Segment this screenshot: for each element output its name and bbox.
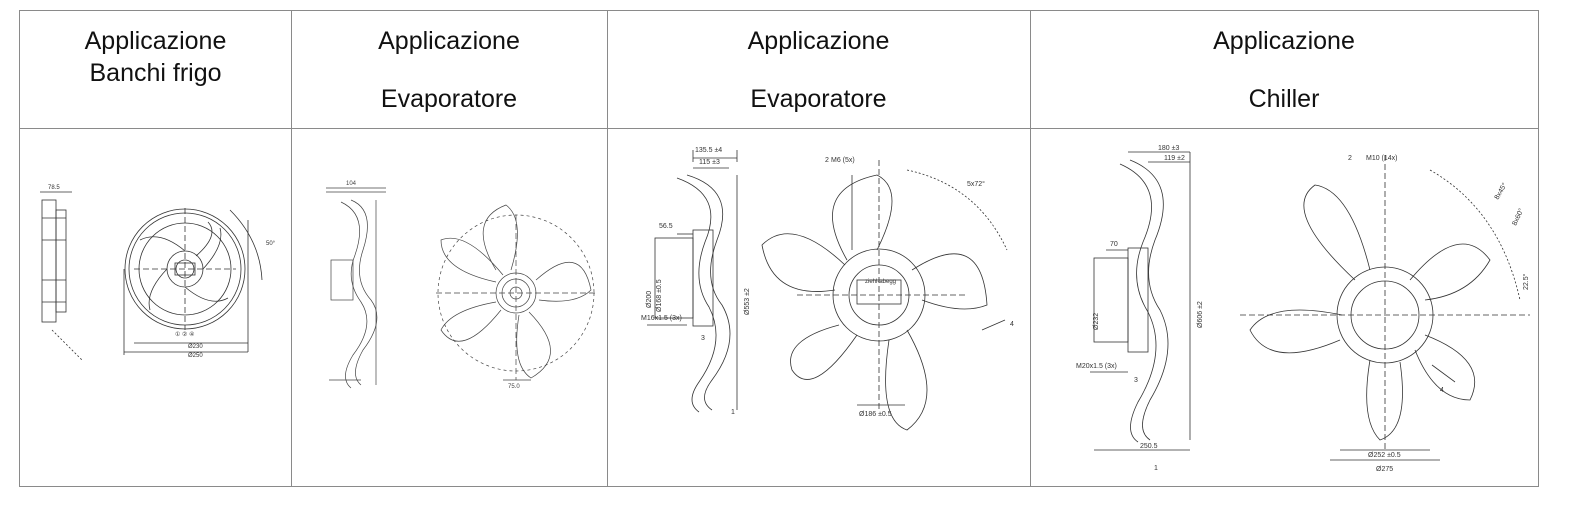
dim-label: Ø200	[646, 291, 653, 308]
header-application: Chiller	[1248, 85, 1320, 113]
header-divider	[20, 128, 1538, 129]
svg-text:① ② ④: ① ② ④	[175, 331, 194, 338]
fan-drawing-small: 78.5 Ø230 Ø250 ① ② ④ 50°	[40, 185, 276, 361]
callout: 4	[1010, 321, 1014, 328]
dim-label: M6 (5x)	[831, 157, 855, 164]
callout: 3	[1134, 377, 1138, 384]
dim-label: 8x45°	[1493, 181, 1509, 201]
callout: 4	[1440, 387, 1444, 394]
dim-label: 135.5 ±4	[695, 147, 722, 154]
header-label: Applicazione	[378, 27, 520, 55]
dim-label: M20x1.5 (3x)	[1076, 363, 1117, 370]
dim-label: 5x72°	[967, 180, 985, 188]
dimension-labels: 180 ±3 119 ±2 70 M20x1.5 (3x) 250.5 M10 …	[1076, 145, 1530, 473]
fan-drawing-5-blade: 135.5 ±4 115 ±3 56.5 M16x1.5 (3x) M6 (5x…	[641, 147, 1014, 431]
dimension-labels: 135.5 ±4 115 ±3 56.5 M16x1.5 (3x) M6 (5x…	[641, 147, 1014, 418]
svg-text:50°: 50°	[266, 241, 276, 247]
brand-label: ziehl-abegg	[865, 279, 896, 285]
dim-label: Ø275	[1376, 466, 1393, 473]
dim-label: 180 ±3	[1158, 145, 1179, 152]
callout: 2	[825, 157, 829, 164]
column-divider	[291, 11, 292, 486]
header-application: Evaporatore	[380, 85, 518, 113]
dim-label: Ø606 ±2	[1197, 301, 1204, 328]
svg-text:78.5: 78.5	[48, 185, 60, 191]
dim-label: 70	[1110, 241, 1118, 248]
application-table: Applicazione Banchi frigo Applicazione E…	[19, 10, 1539, 487]
callout: 1	[1154, 465, 1158, 472]
svg-text:104: 104	[346, 181, 357, 187]
dim-label: Ø553 ±2	[744, 288, 751, 315]
dim-label: 119 ±2	[1164, 155, 1185, 162]
dim-label: 8x60°	[1511, 207, 1526, 227]
header-label: Applicazione	[747, 27, 890, 55]
header-cell-evaporatore-2: Applicazione Evaporatore	[607, 11, 1030, 128]
header-application: Banchi frigo	[89, 59, 222, 87]
drawing-cell-evaporatore-1: 104 75.0	[291, 130, 607, 485]
dim-label: 22.5°	[1522, 273, 1530, 290]
dim-label: Ø252 ±0.5	[1368, 452, 1401, 459]
svg-text:Ø230: Ø230	[188, 344, 203, 350]
drawing-cell-banchi-frigo: 78.5 Ø230 Ø250 ① ② ④ 50°	[20, 130, 291, 485]
dim-label: 250.5	[1140, 443, 1158, 450]
header-label: Applicazione	[84, 27, 227, 55]
drawing-cell-evaporatore-2: 135.5 ±4 115 ±3 56.5 M16x1.5 (3x) M6 (5x…	[607, 130, 1030, 485]
header-application: Evaporatore	[750, 85, 887, 113]
svg-text:Ø250: Ø250	[188, 353, 203, 359]
column-divider	[1030, 11, 1031, 486]
header-cell-evaporatore-1: Applicazione Evaporatore	[291, 11, 607, 128]
fan-drawing-medium: 104 75.0	[326, 181, 596, 390]
dim-label: 56.5	[659, 223, 673, 230]
dim-label: Ø186 ±0.5	[859, 411, 892, 418]
dim-label: M10 (14x)	[1366, 155, 1398, 162]
callout: 1	[731, 409, 735, 416]
header-cell-banchi-frigo: Applicazione Banchi frigo	[20, 11, 291, 128]
column-divider	[607, 11, 608, 486]
callout: 3	[701, 335, 705, 342]
dim-label: Ø168 ±0.5	[656, 279, 663, 312]
header-label: Applicazione	[1213, 27, 1355, 55]
drawing-cell-chiller: 180 ±3 119 ±2 70 M20x1.5 (3x) 250.5 M10 …	[1030, 130, 1538, 485]
fan-drawing-large: 180 ±3 119 ±2 70 M20x1.5 (3x) 250.5 M10 …	[1076, 145, 1530, 473]
dim-label: M16x1.5 (3x)	[641, 315, 682, 322]
header-cell-chiller: Applicazione Chiller	[1030, 11, 1538, 128]
svg-text:75.0: 75.0	[508, 384, 520, 390]
dim-label: 115 ±3	[699, 159, 720, 166]
callout: 2	[1348, 155, 1352, 162]
dim-label: Ø232	[1093, 313, 1100, 330]
